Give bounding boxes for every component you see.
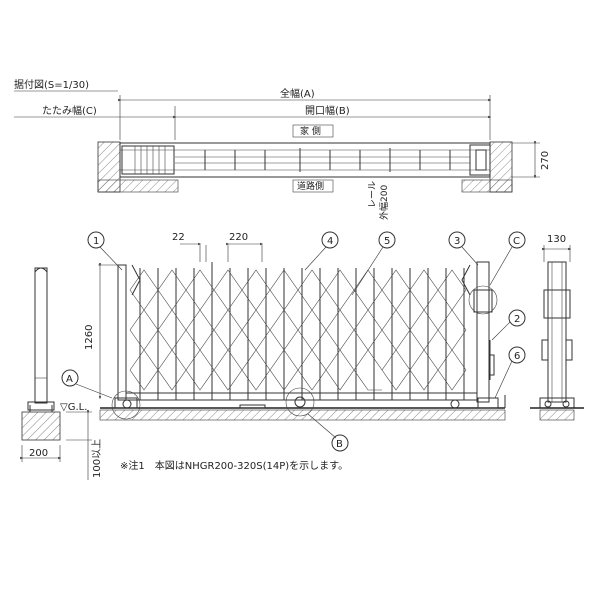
svg-text:6: 6 (514, 351, 520, 362)
callout-5: 5 (351, 231, 396, 296)
dim-100: 100以上 (91, 439, 103, 478)
dim-200: 200 (29, 448, 48, 459)
folded-width-label: たたみ幅(C) (42, 104, 97, 117)
callout-C: C (468, 231, 526, 315)
opening-width-label: 開口幅(B) (305, 104, 350, 117)
rail-width-label: 外幅200 (378, 185, 390, 220)
dim-130: 130 (547, 234, 566, 245)
svg-text:A: A (66, 374, 73, 385)
svg-text:C: C (513, 236, 520, 247)
svg-text:4: 4 (327, 236, 333, 247)
callout-3: 3 (448, 231, 479, 266)
depth-270-label: 270 (540, 151, 551, 170)
note-text: ※注1 本図はNHGR200-320S(14P)を示します。 (120, 459, 348, 472)
height-1260: 1260 (84, 325, 95, 350)
side-elevation: 130 (530, 234, 584, 421)
overall-width-label: 全幅(A) (280, 87, 315, 100)
house-side-label: 家 側 (300, 125, 321, 137)
plan-title: 据付図(S=1/30) (14, 78, 89, 91)
front-elevation: 22 220 1260 (60, 231, 526, 452)
plan-view: 据付図(S=1/30) 全幅(A) 開口幅(B) たたみ幅(C) 家 側 (14, 78, 551, 220)
callout-4: 4 (304, 231, 339, 271)
dim-220: 220 (229, 232, 248, 243)
svg-text:1: 1 (93, 236, 99, 247)
dim-22: 22 (172, 232, 185, 243)
lattice (126, 262, 477, 401)
callout-A: A (61, 369, 141, 420)
rail-label: レール (368, 181, 378, 208)
svg-text:5: 5 (384, 236, 390, 247)
road-side-label: 道路側 (297, 180, 324, 192)
post-detail: 200 100以上 (20, 267, 103, 480)
callout-B: B (285, 387, 349, 452)
svg-text:2: 2 (514, 314, 520, 325)
callout-2: 2 (491, 309, 526, 341)
callout-1: 1 (87, 231, 123, 271)
callout-6: 6 (494, 346, 526, 399)
svg-text:3: 3 (454, 236, 460, 247)
svg-text:B: B (336, 439, 343, 450)
gl-label: ▽G.L. (60, 402, 87, 413)
